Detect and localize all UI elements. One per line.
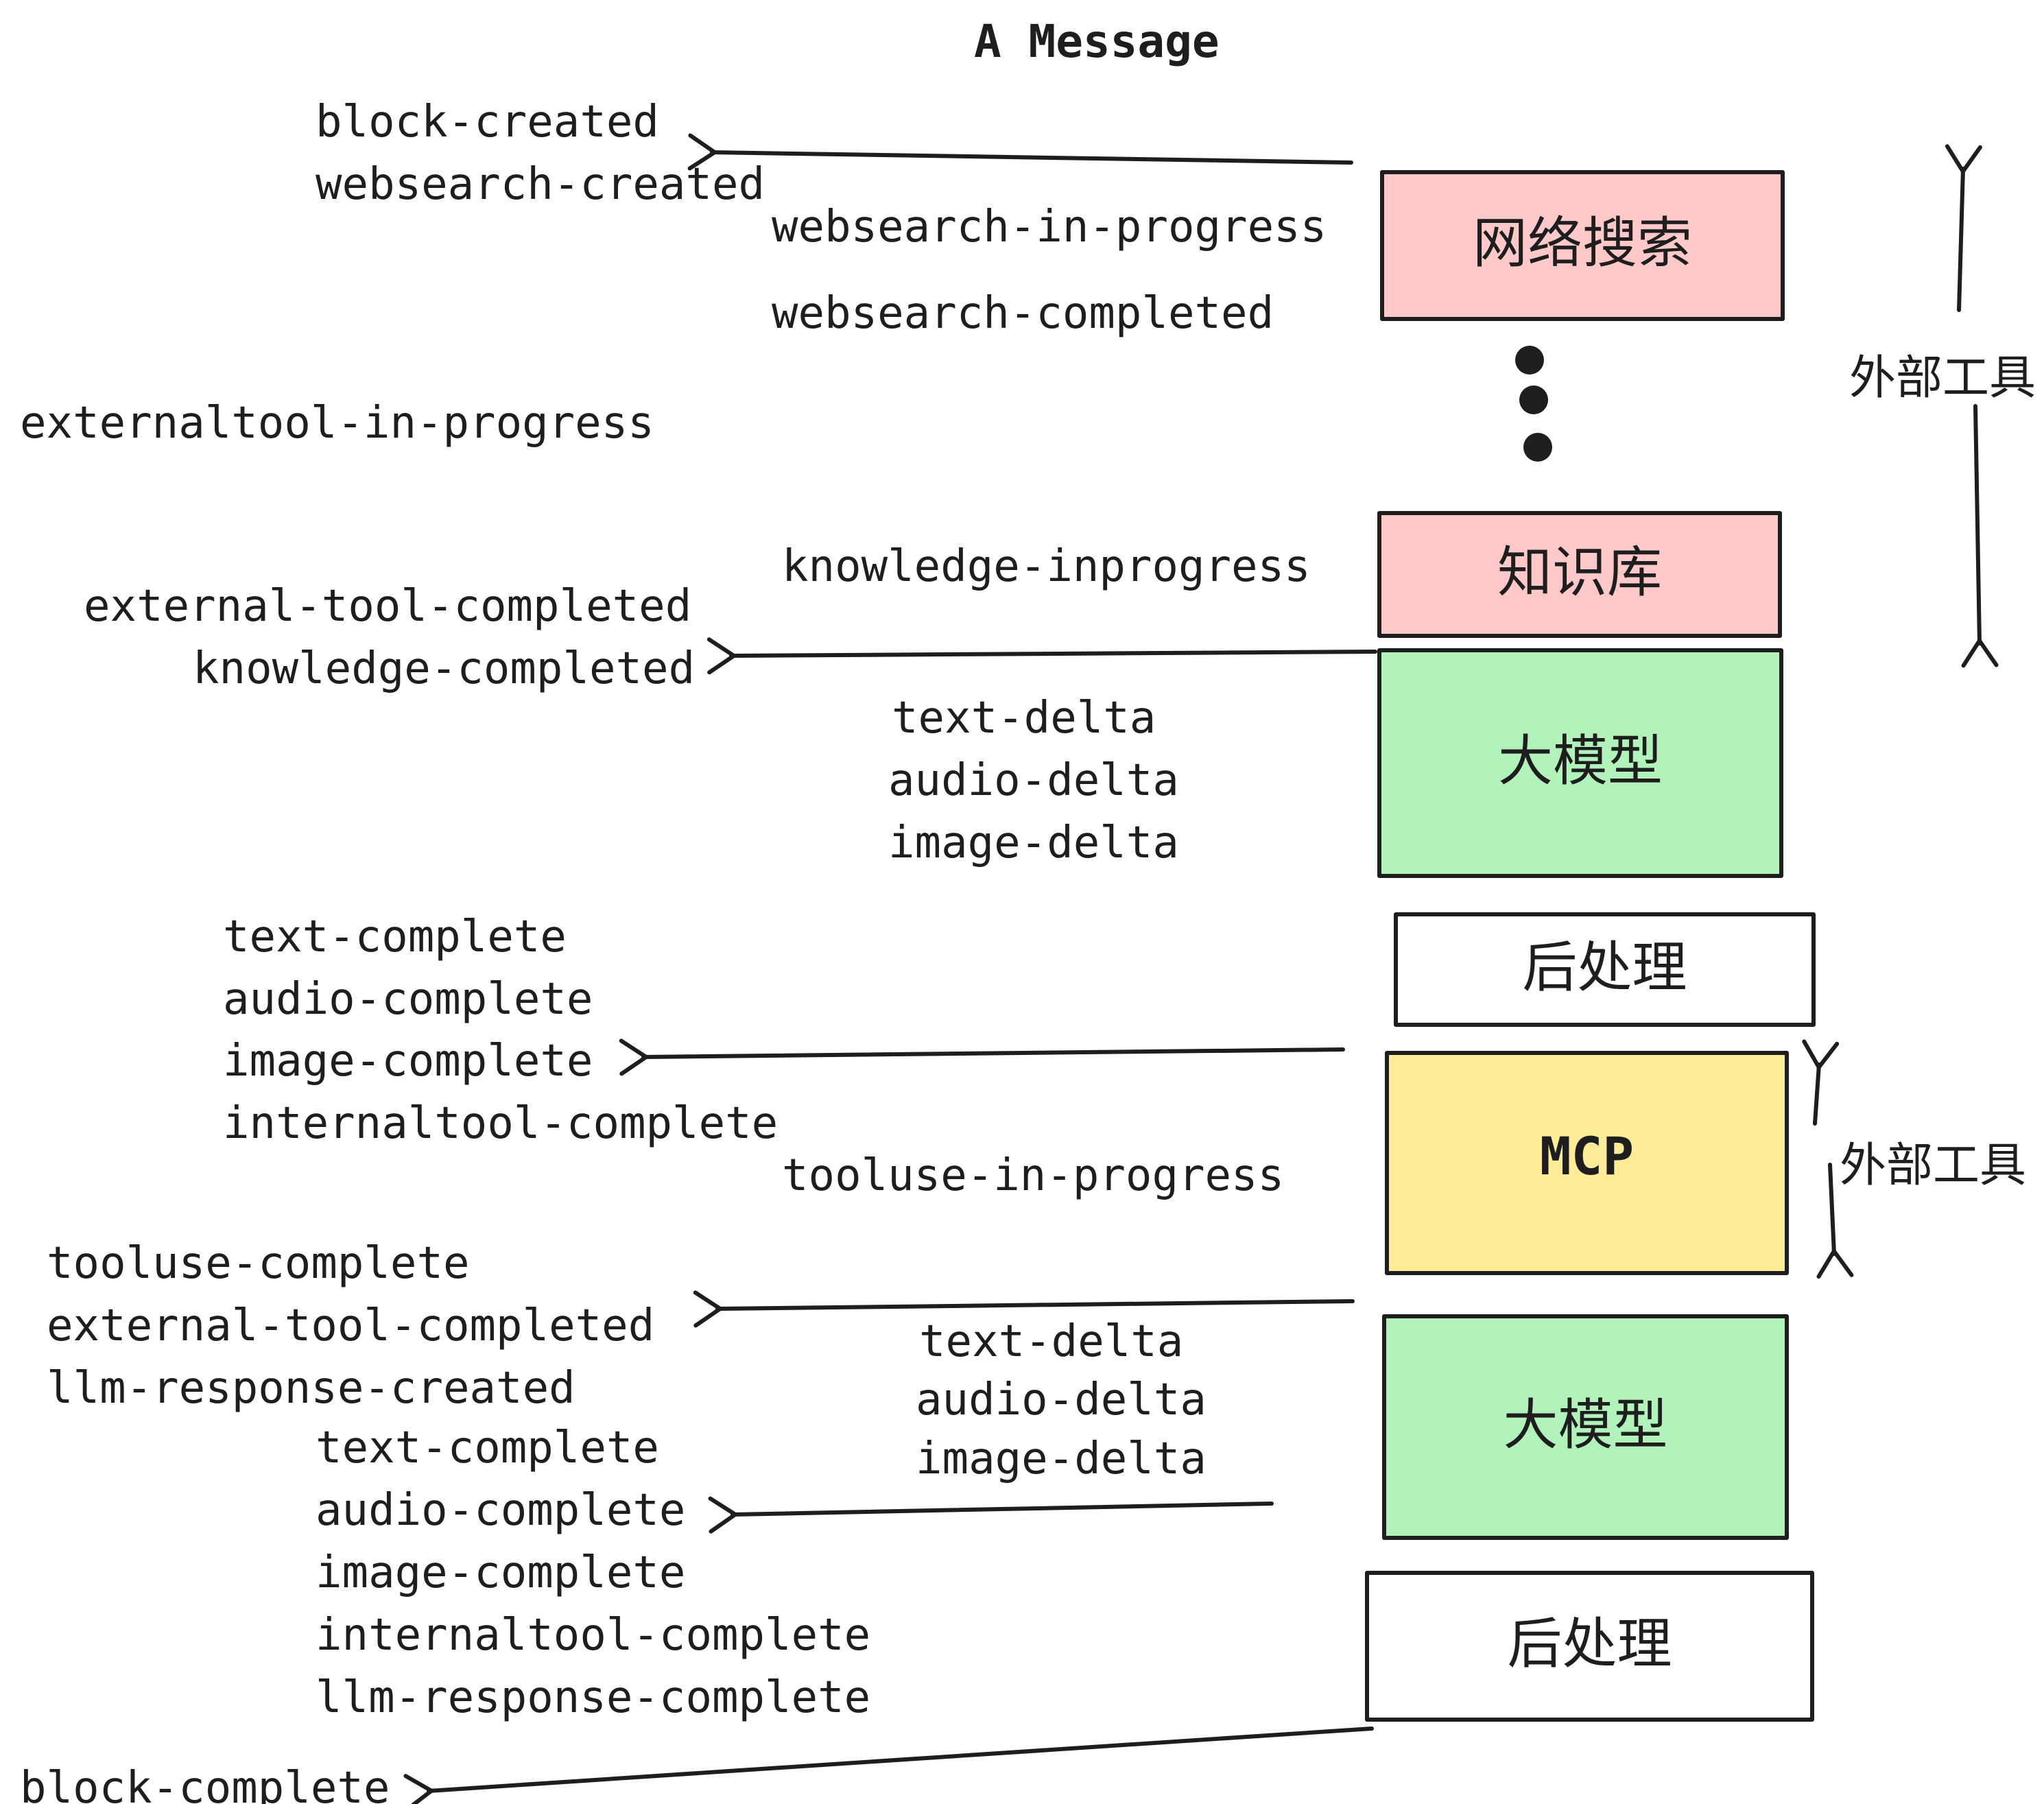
node-mcp: MCP (1385, 1051, 1789, 1275)
external-tools-label-1: 外部工具 (1849, 352, 2036, 404)
external-tools-up-arrow-1 (1945, 144, 1982, 312)
external-tools-down-arrow-2 (1816, 1163, 1854, 1279)
arrow-tooluse-complete (693, 1290, 1355, 1328)
node-llm-2: 大模型 (1382, 1314, 1789, 1540)
node-postprocess-2: 后处理 (1365, 1571, 1814, 1722)
arrow-websearch-created (687, 133, 1353, 171)
event-internaltool-complete-2: internaltool-complete (316, 1610, 871, 1661)
event-knowledge-inprogress: knowledge-inprogress (782, 541, 1311, 592)
arrow-knowledge-completed (706, 637, 1377, 675)
node-postprocess-1: 后处理 (1394, 912, 1816, 1027)
event-external-tool-completed: external-tool-completed (84, 581, 692, 632)
event-image-delta-2: image-delta (916, 1434, 1207, 1484)
external-tools-label-2: 外部工具 (1840, 1139, 2027, 1191)
event-external-tool-completed-2: external-tool-completed (47, 1301, 655, 1351)
node-postprocess-1-label: 后处理 (1522, 936, 1687, 998)
event-knowledge-completed: knowledge-completed (193, 643, 696, 694)
node-llm-1: 大模型 (1377, 648, 1783, 878)
event-image-delta-1: image-delta (888, 818, 1179, 868)
event-block-created: block-created (316, 97, 659, 147)
external-tools-down-arrow-1 (1961, 404, 1999, 668)
event-tooluse-in-progress: tooluse-in-progress (782, 1150, 1285, 1201)
event-text-delta-2: text-delta (919, 1316, 1184, 1367)
event-audio-delta-1: audio-delta (888, 755, 1179, 806)
node-mcp-label: MCP (1539, 1126, 1635, 1187)
event-image-complete-2: image-complete (316, 1547, 686, 1598)
arrow-internal-complete-1 (619, 1039, 1345, 1076)
event-text-complete-2: text-complete (316, 1423, 659, 1473)
arrow-audio-complete-2 (708, 1496, 1274, 1534)
event-websearch-created: websearch-created (316, 159, 765, 210)
event-audio-complete-2: audio-complete (316, 1485, 686, 1536)
node-knowledge-label: 知识库 (1497, 541, 1662, 603)
event-image-complete-1: image-complete (223, 1036, 593, 1087)
event-externaltool-in-progress: externaltool-in-progress (20, 398, 654, 449)
event-websearch-completed: websearch-completed (772, 288, 1274, 339)
arrow-block-complete (403, 1726, 1374, 1804)
event-audio-complete-1: audio-complete (223, 974, 593, 1025)
node-postprocess-2-label: 后处理 (1507, 1613, 1672, 1674)
event-internaltool-complete-1: internaltool-complete (223, 1098, 779, 1149)
event-audio-delta-2: audio-delta (916, 1375, 1207, 1425)
external-tools-up-arrow-2 (1802, 1039, 1840, 1126)
event-text-complete-1: text-complete (223, 912, 567, 962)
node-websearch-label: 网络搜索 (1473, 213, 1692, 274)
event-llm-response-created: llm-response-created (47, 1363, 575, 1414)
node-knowledge: 知识库 (1377, 511, 1782, 638)
ellipsis-dot-2 (1519, 385, 1548, 414)
node-websearch: 网络搜索 (1380, 170, 1785, 321)
event-websearch-in-progress: websearch-in-progress (772, 202, 1327, 252)
event-block-complete: block-complete (20, 1763, 390, 1804)
event-llm-response-complete: llm-response-complete (316, 1672, 871, 1723)
ellipsis-dot-3 (1523, 433, 1552, 462)
node-llm-2-label: 大模型 (1503, 1394, 1668, 1456)
ellipsis-dot-1 (1515, 346, 1544, 375)
event-tooluse-complete: tooluse-complete (47, 1238, 470, 1289)
diagram-title: A Message (974, 15, 1220, 68)
node-llm-1-label: 大模型 (1498, 730, 1663, 792)
event-text-delta-1: text-delta (892, 693, 1156, 744)
